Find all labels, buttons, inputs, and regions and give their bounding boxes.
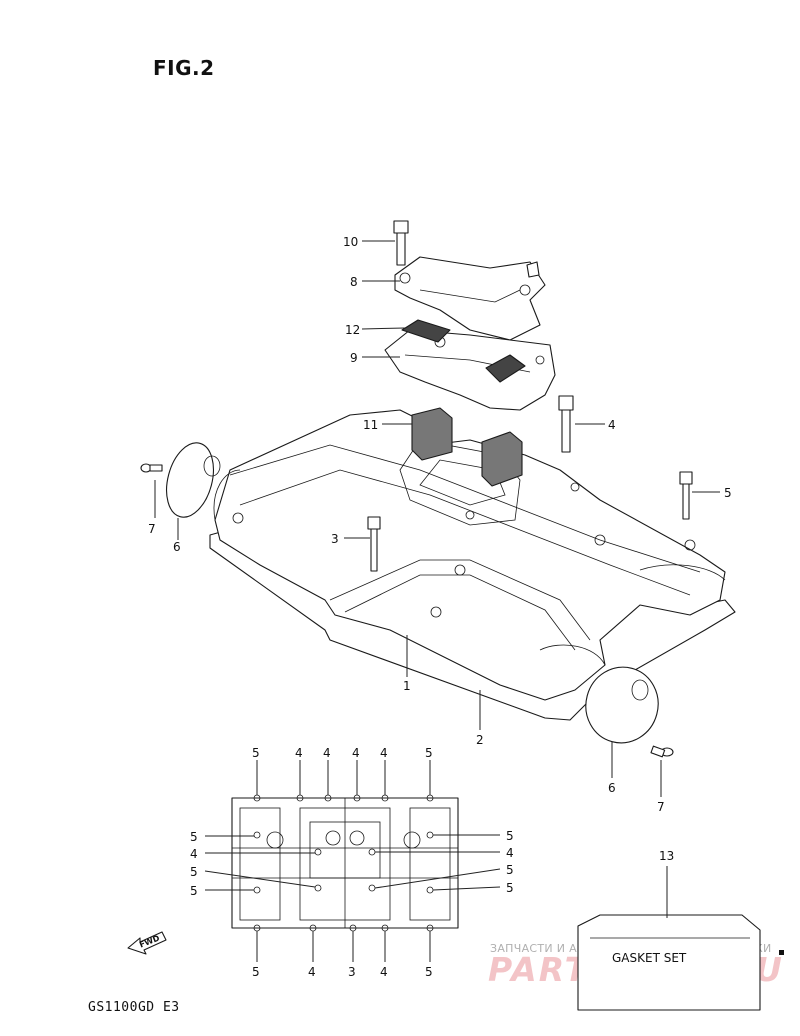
breather-plate-12b: [485, 354, 526, 383]
figure-title: FIG.2: [153, 56, 215, 80]
pattern-bottom-5: 5: [425, 965, 433, 979]
end-cap-screw-right: [650, 745, 674, 758]
pattern-top-3: 4: [323, 746, 331, 760]
callout-7-right: 7: [657, 800, 665, 814]
callout-11: 11: [363, 418, 378, 432]
gasket-set-label: GASKET SET: [612, 951, 687, 965]
pattern-top-1: 5: [252, 746, 260, 760]
pattern-left-4: 5: [190, 884, 198, 898]
breather-cover: [394, 256, 546, 341]
pattern-bottom-4: 4: [380, 965, 388, 979]
pattern-bottom-3: 3: [348, 965, 356, 979]
callout-6-left: 6: [173, 540, 181, 554]
pattern-right-2: 4: [506, 846, 514, 860]
callout-labels: 10 8 12 9 11 4 5 3 7 6 1 2 6 7 13 5 4 4 …: [148, 235, 732, 979]
pattern-left-3: 5: [190, 865, 198, 879]
callout-12: 12: [345, 323, 360, 337]
cam-end-cap-right: [585, 666, 659, 744]
breather-cover-gasket: [384, 329, 556, 411]
cam-end-cap-left: [166, 442, 221, 518]
callout-1: 1: [403, 679, 411, 693]
callout-13: 13: [659, 849, 674, 863]
pattern-right-1: 5: [506, 829, 514, 843]
pattern-bottom-2: 4: [308, 965, 316, 979]
bolt-tightening-pattern: [231, 794, 459, 932]
breather-cover-bolt-10: [393, 220, 409, 266]
callout-4: 4: [608, 418, 616, 432]
pattern-top-2: 4: [295, 746, 303, 760]
callout-9: 9: [350, 351, 358, 365]
model-code: GS1100GD E3: [88, 1000, 180, 1015]
callout-7-left: 7: [148, 522, 156, 536]
end-cap-screw-left: [140, 463, 163, 473]
callout-10: 10: [343, 235, 358, 249]
callout-8: 8: [350, 275, 358, 289]
gasket-set-package: [577, 914, 761, 1011]
forward-direction-arrow: [127, 931, 167, 955]
cover-bolt-5: [679, 471, 693, 520]
cover-bolt-4: [558, 395, 574, 453]
callout-2: 2: [476, 733, 484, 747]
corner-mark: [779, 950, 784, 955]
pattern-left-1: 5: [190, 830, 198, 844]
breather-element-11a: [411, 407, 453, 461]
pattern-right-4: 5: [506, 881, 514, 895]
pattern-top-4: 4: [352, 746, 360, 760]
pattern-bottom-1: 5: [252, 965, 260, 979]
pattern-right-3: 5: [506, 863, 514, 877]
pattern-top-5: 4: [380, 746, 388, 760]
pattern-left-2: 4: [190, 847, 198, 861]
breather-element-11b: [481, 431, 523, 487]
callout-5: 5: [724, 486, 732, 500]
breather-plate-12a: [401, 319, 451, 343]
callout-3: 3: [331, 532, 339, 546]
pattern-top-6: 5: [425, 746, 433, 760]
callout-6-right: 6: [608, 781, 616, 795]
leader-lines: [154, 240, 720, 962]
cover-bolt-3: [367, 516, 381, 572]
